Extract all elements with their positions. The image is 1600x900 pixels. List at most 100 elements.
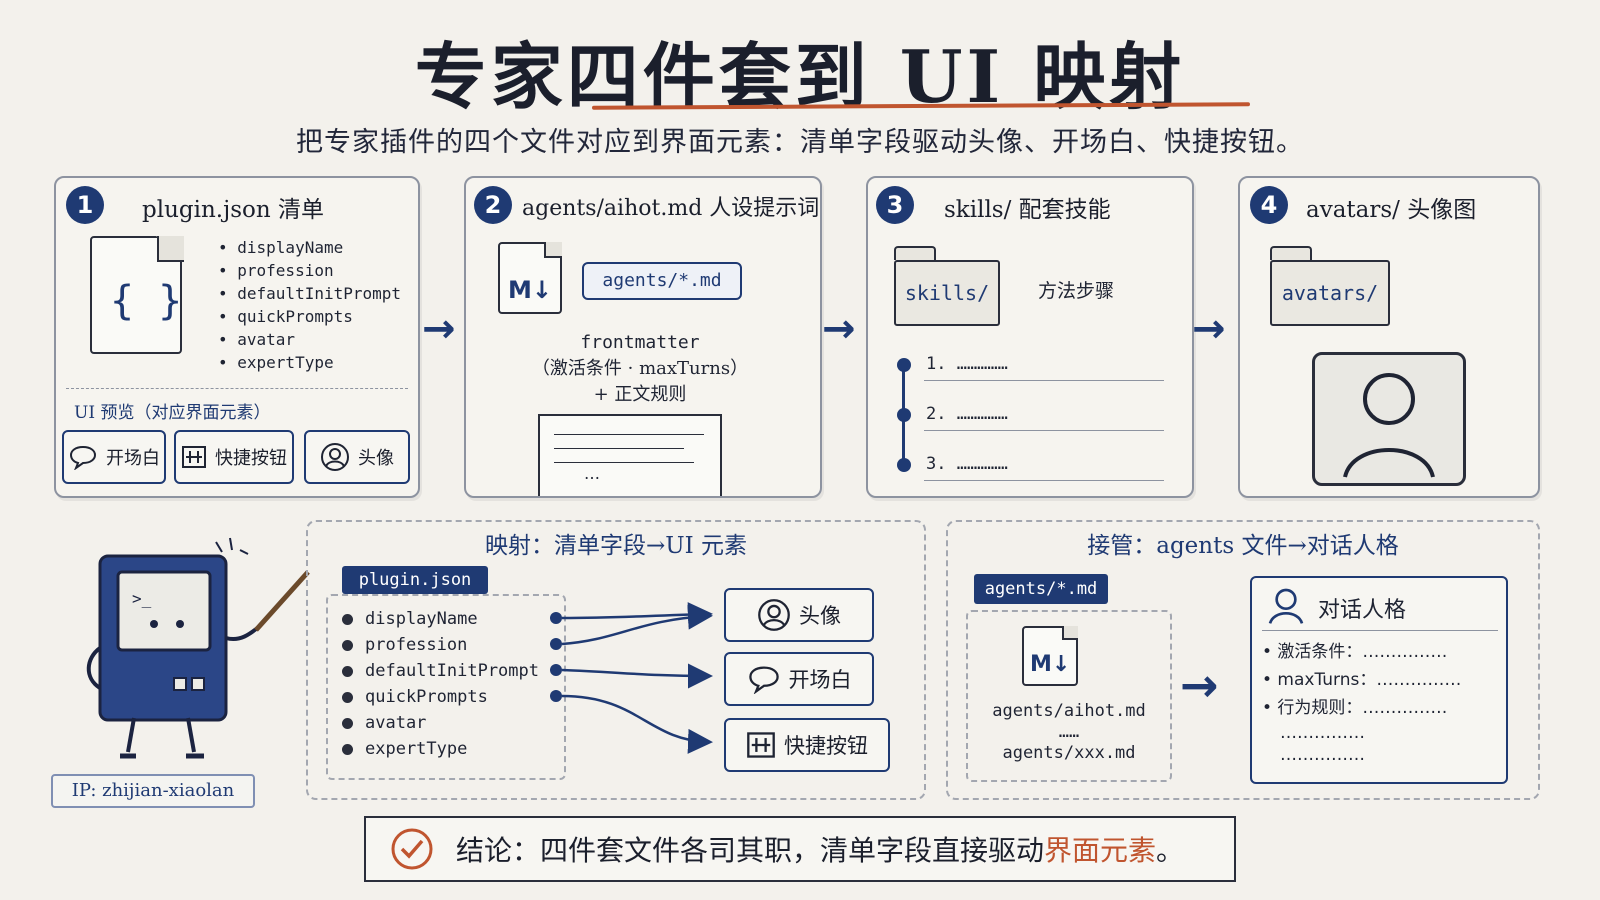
target-label: 头像 bbox=[799, 604, 841, 628]
user-icon bbox=[1268, 588, 1304, 624]
list-item: avatar bbox=[342, 710, 539, 736]
json-braces-glyph: { } bbox=[110, 278, 183, 324]
persona-card bbox=[1250, 576, 1508, 784]
markdown-glyph: M↓ bbox=[508, 276, 552, 304]
file-name: …… bbox=[1058, 722, 1080, 742]
list-item: quickPrompts bbox=[342, 684, 539, 710]
frontmatter-description: frontmatter （激活条件 · maxTurns） + 正文规则 bbox=[520, 330, 760, 408]
conclusion-text: 结论：四件套文件各司其职，清单字段直接驱动界面元素。 bbox=[456, 829, 1184, 869]
panel-title: avatars/ 头像图 bbox=[1306, 197, 1477, 223]
text-line bbox=[554, 434, 704, 435]
mapping-title: 映射：清单字段→UI 元素 bbox=[484, 533, 748, 559]
ui-preview-label: UI 预览（对应界面元素） bbox=[74, 403, 271, 423]
persona-row: • 行为规则：…………… bbox=[1262, 698, 1448, 718]
text-line bbox=[554, 448, 684, 449]
chip-label: 快捷按钮 bbox=[215, 448, 287, 469]
step-rule bbox=[924, 380, 1164, 381]
mapping-connectors bbox=[550, 602, 713, 754]
file-corner-fold bbox=[544, 242, 562, 258]
doc-ellipsis: … bbox=[584, 464, 600, 483]
step-number-badge: 4 bbox=[1250, 186, 1288, 224]
step-item: 3. …………… bbox=[926, 454, 1008, 474]
agents-file-list: agents/aihot.md …… agents/xxx.md bbox=[966, 698, 1172, 766]
folder-tab bbox=[894, 246, 936, 260]
list-item: expertType bbox=[218, 351, 401, 374]
persona-row: …………… bbox=[1280, 723, 1365, 743]
list-item: defaultInitPrompt bbox=[218, 282, 401, 305]
list-item: displayName bbox=[218, 236, 401, 259]
manifest-field-list: displayName profession defaultInitPrompt… bbox=[218, 236, 401, 374]
file-corner-fold bbox=[1062, 626, 1078, 640]
field-name: displayName bbox=[365, 609, 478, 629]
target-avatar: 头像 bbox=[724, 588, 874, 642]
conclusion-prefix: 结论：四件套文件各司其职，清单字段直接驱动 bbox=[456, 834, 1045, 867]
step-number-badge: 1 bbox=[66, 186, 104, 224]
step-dot bbox=[897, 458, 911, 472]
chip-opening-line[interactable]: 开场白 bbox=[62, 430, 166, 484]
agents-files-box bbox=[966, 610, 1172, 782]
check-circle-icon bbox=[391, 828, 433, 870]
method-steps-caption: 方法步骤 bbox=[1038, 280, 1115, 302]
avatar-image-frame bbox=[1312, 352, 1466, 486]
speech-bubble-icon bbox=[69, 445, 97, 470]
speech-bubble-icon bbox=[748, 666, 779, 694]
target-opening-line: 开场白 bbox=[724, 652, 874, 706]
conclusion-banner: 结论：四件套文件各司其职，清单字段直接驱动界面元素。 bbox=[364, 816, 1236, 882]
avatars-folder-icon: avatars/ bbox=[1270, 246, 1390, 326]
markdown-file-icon bbox=[1022, 626, 1078, 686]
arrow-right-icon: → bbox=[422, 306, 456, 352]
ip-tag: IP: zhijian-xiaolan bbox=[51, 774, 255, 808]
arrow-right-icon: → bbox=[1180, 658, 1219, 712]
persona-attributes: • 激活条件：…………… • maxTurns：…………… • 行为规则：………… bbox=[1262, 638, 1461, 766]
target-label: 开场白 bbox=[788, 668, 852, 692]
panel-title: plugin.json 清单 bbox=[142, 197, 325, 223]
list-item: displayName bbox=[342, 606, 539, 632]
frontmatter-line: frontmatter bbox=[580, 332, 700, 353]
chip-label: 头像 bbox=[358, 448, 394, 469]
field-list-box bbox=[326, 594, 566, 780]
divider bbox=[66, 388, 408, 389]
document-sheet: … bbox=[538, 414, 722, 496]
persona-row: • maxTurns：…………… bbox=[1262, 670, 1462, 690]
step-item: 1. …………… bbox=[926, 354, 1008, 374]
file-corner-fold bbox=[157, 236, 184, 262]
folder-label: avatars/ bbox=[1270, 260, 1390, 326]
panel-title: skills/ 配套技能 bbox=[944, 197, 1111, 223]
list-item: expertType bbox=[342, 736, 539, 762]
list-item: profession bbox=[342, 632, 539, 658]
frontmatter-line: （激活条件 · maxTurns） bbox=[531, 358, 749, 379]
chip-label: 开场白 bbox=[106, 448, 160, 469]
chip-quick-buttons[interactable]: 快捷按钮 bbox=[174, 430, 294, 484]
markdown-file-icon bbox=[498, 242, 562, 314]
bullet-dot bbox=[342, 639, 353, 651]
panel-title: agents/aihot.md 人设提示词 bbox=[522, 196, 820, 221]
text-line bbox=[554, 462, 694, 463]
markdown-glyph: M↓ bbox=[1030, 652, 1071, 677]
user-icon bbox=[758, 599, 790, 631]
step-item: 2. …………… bbox=[926, 404, 1008, 424]
field-name: avatar bbox=[365, 713, 427, 733]
computer-mascot-icon: >_ bbox=[86, 537, 310, 759]
agents-path-chip: agents/*.md bbox=[582, 262, 742, 300]
bullet-dot bbox=[342, 665, 353, 677]
list-item: profession bbox=[218, 259, 401, 282]
bullet-dot bbox=[342, 743, 353, 755]
conclusion-suffix: 。 bbox=[1156, 834, 1185, 867]
panel-skills bbox=[866, 176, 1194, 498]
bullet-dot bbox=[342, 691, 353, 703]
chip-avatar[interactable]: 头像 bbox=[304, 430, 410, 484]
step-dot bbox=[897, 408, 911, 422]
step-dot bbox=[897, 358, 911, 372]
bullet-dot bbox=[342, 613, 353, 625]
skills-folder-icon: skills/ bbox=[894, 246, 1000, 326]
bullet-dot bbox=[342, 717, 353, 729]
arrow-right-icon: → bbox=[822, 306, 856, 352]
takeover-panel bbox=[946, 520, 1540, 800]
field-name: defaultInitPrompt bbox=[365, 661, 539, 681]
list-item: avatar bbox=[218, 328, 401, 351]
step-rule bbox=[924, 480, 1164, 481]
user-icon bbox=[1343, 373, 1435, 478]
conclusion-highlight: 界面元素 bbox=[1044, 834, 1157, 867]
page-subtitle: 把专家插件的四个文件对应到界面元素：清单字段驱动头像、开场白、快捷按钮。 bbox=[296, 127, 1304, 158]
takeover-title: 接管：agents 文件→对话人格 bbox=[1087, 533, 1399, 559]
